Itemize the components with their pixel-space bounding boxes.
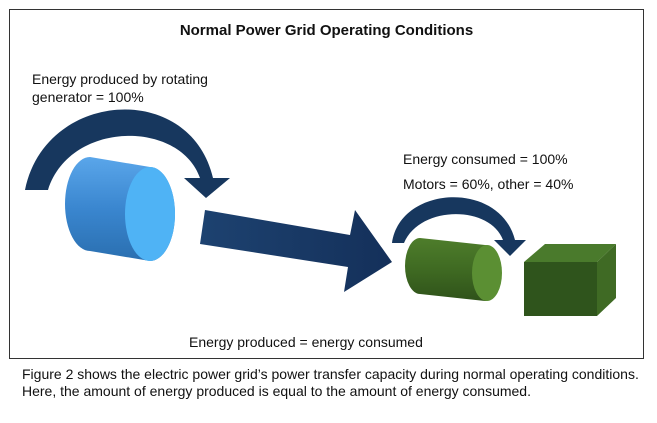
energy-transfer-arrow [200, 210, 392, 292]
balance-label: Energy produced = energy consumed [189, 334, 423, 350]
figure-caption: Figure 2 shows the electric power grid’s… [22, 366, 639, 399]
diagram-title: Normal Power Grid Operating Conditions [179, 22, 474, 39]
consumption-breakdown-label: Motors = 60%, other = 40% [403, 176, 574, 192]
generator-label-line1: Energy produced by rotating [32, 71, 208, 87]
other-load-box [524, 244, 616, 316]
generator-cylinder [65, 157, 175, 261]
generator-rotation-arrow [25, 109, 230, 198]
energy-consumed-label: Energy consumed = 100% [403, 151, 568, 167]
generator-label-line2: generator = 100% [32, 89, 144, 105]
motor-cylinder [405, 238, 502, 301]
consumption-rotation-arrow [392, 197, 526, 256]
